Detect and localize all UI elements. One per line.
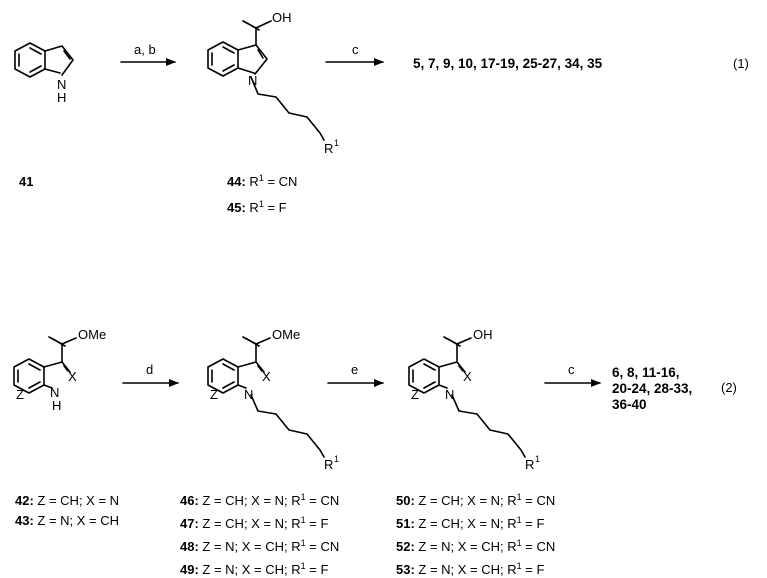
compound-label-41: 41 (19, 174, 33, 189)
acid-50-53-structure (408, 336, 526, 458)
label-44: 44: R1 = CN (227, 173, 297, 189)
atom-h-42: H (52, 398, 61, 413)
label-48: 48: Z = N; X = CH; R1 = CN (180, 538, 339, 554)
atom-z-50: Z (411, 387, 419, 402)
label-45: 45: R1 = F (227, 199, 287, 215)
reagent-d: d (146, 362, 153, 377)
products-scheme2-line2: 20-24, 28-33, (612, 381, 692, 396)
atom-n-42: N (50, 385, 59, 400)
methyl-ester-42-43-structure (13, 336, 77, 394)
atom-r-46: R (324, 457, 333, 472)
atom-x-50: X (463, 369, 472, 384)
label-51: 51: Z = CH; X = N; R1 = F (396, 515, 544, 531)
atom-r-sup-44: 1 (334, 138, 339, 148)
atom-z-46: Z (210, 387, 218, 402)
products-scheme2-line1: 6, 8, 11-16, (612, 365, 680, 380)
label-53: 53: Z = N; X = CH; R1 = F (396, 561, 544, 577)
label-47: 47: Z = CH; X = N; R1 = F (180, 515, 328, 531)
reagent-c-1: c (352, 42, 359, 57)
indole-41-structure (14, 42, 74, 78)
label-43: 43: Z = N; X = CH (15, 513, 119, 528)
atom-n-46: N (244, 387, 253, 402)
label-52: 52: Z = N; X = CH; R1 = CN (396, 538, 555, 554)
label-46: 46: Z = CH; X = N; R1 = CN (180, 492, 339, 508)
ester-46-49-structure (207, 336, 325, 458)
atom-oh-44: OH (272, 10, 292, 25)
label-50: 50: Z = CH; X = N; R1 = CN (396, 492, 555, 508)
products-scheme1: 5, 7, 9, 10, 17-19, 25-27, 34, 35 (413, 56, 603, 71)
atom-x-46: X (262, 369, 271, 384)
atom-r-sup-46: 1 (334, 454, 339, 464)
atom-x-42: X (68, 369, 77, 384)
reagent-c-2: c (568, 362, 575, 377)
label-49: 49: Z = N; X = CH; R1 = F (180, 561, 328, 577)
atom-n-44: N (248, 73, 257, 88)
eq-number-2: (2) (721, 380, 737, 395)
atom-z-42: Z (16, 387, 24, 402)
atom-h-41: H (57, 90, 66, 105)
atom-ome-46: OMe (272, 327, 300, 342)
reagent-e: e (351, 362, 358, 377)
products-scheme2-line3: 36-40 (612, 397, 647, 412)
atom-r-sup-50: 1 (535, 454, 540, 464)
atom-oh-50: OH (473, 327, 493, 342)
atom-ome-42: OMe (78, 327, 106, 342)
atom-n-50: N (445, 387, 454, 402)
atom-n-41: N (57, 77, 66, 92)
atom-r-50: R (525, 457, 534, 472)
atom-r-44: R (324, 141, 333, 156)
eq-number-1: (1) (733, 56, 749, 71)
indole-acid-44-45-structure (207, 20, 325, 141)
label-42: 42: Z = CH; X = N (15, 493, 119, 508)
reagents-a-b: a, b (134, 42, 156, 57)
